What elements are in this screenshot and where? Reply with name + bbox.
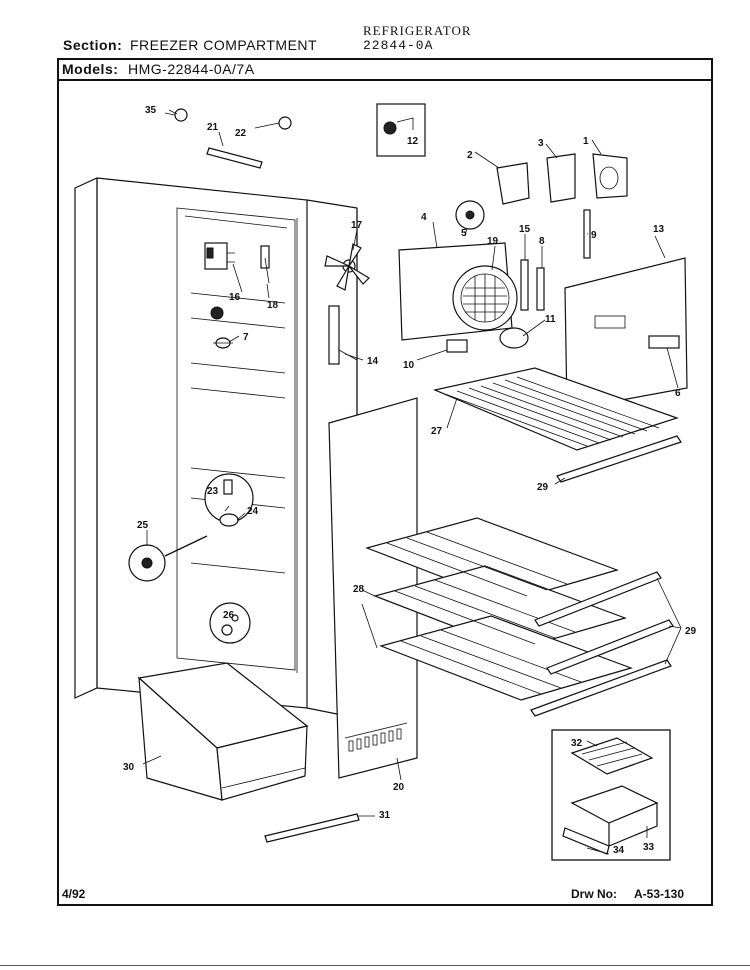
callout-32: 32	[571, 738, 583, 749]
drawing-number: A-53-130	[634, 887, 685, 901]
callout-7: 7	[243, 332, 249, 343]
part-16-thermostat	[204, 242, 235, 270]
bottom-rule	[0, 965, 750, 966]
callout-27: 27	[431, 426, 443, 437]
callout-3: 3	[538, 138, 544, 149]
drawing-label: Drw No:	[571, 887, 617, 901]
callout-20: 20	[393, 782, 405, 793]
part-15-bracket	[520, 259, 529, 311]
part-18-switch	[260, 245, 270, 284]
callout-1: 1	[583, 136, 589, 147]
callout-29-top: 29	[537, 482, 549, 493]
part-7-knob	[210, 306, 233, 349]
section-label: Section:	[63, 37, 123, 53]
part-23-24-detail	[204, 473, 254, 527]
inset-box	[551, 729, 671, 861]
part-32-lid	[570, 737, 654, 775]
leader-lines	[142, 109, 682, 855]
part-21-rod	[206, 147, 263, 169]
part-12-detail	[376, 103, 426, 157]
callout-31: 31	[379, 810, 391, 821]
callout-18: 18	[267, 300, 279, 311]
models-divider	[57, 79, 713, 81]
callout-14: 14	[367, 356, 379, 367]
models-label: Models:	[62, 61, 119, 77]
freezer-cabinet	[74, 177, 358, 719]
part-22-nut	[278, 116, 292, 130]
callout-6: 6	[675, 388, 681, 399]
callout-2: 2	[467, 150, 473, 161]
part-29-rail-top	[556, 435, 682, 483]
part-20-panel	[328, 397, 418, 779]
part-30-basket	[137, 662, 309, 801]
part-31-strip	[264, 813, 360, 843]
callout-22: 22	[235, 128, 247, 139]
part-6-clip	[648, 335, 680, 349]
callout-10: 10	[403, 360, 415, 371]
callout-11: 11	[545, 314, 556, 325]
part-13-cover	[564, 257, 688, 411]
part-33-bin	[570, 785, 659, 847]
callout-15: 15	[519, 224, 531, 235]
callout-35: 35	[145, 105, 157, 116]
callout-9: 9	[591, 230, 597, 241]
part-5-motor	[455, 200, 485, 230]
section-value: FREEZER COMPARTMENT	[130, 37, 318, 53]
part-35-screw	[164, 108, 188, 122]
callout-34: 34	[613, 845, 625, 856]
part-34-front	[562, 827, 610, 855]
callout-30: 30	[123, 762, 135, 773]
callout-23: 23	[207, 486, 219, 497]
diagram-frame	[57, 58, 713, 906]
part-17-fan-blade	[324, 243, 370, 291]
part-27-shelf	[433, 367, 679, 451]
callout-24: 24	[247, 506, 259, 517]
part-3-bracket	[546, 153, 576, 203]
callout-28: 28	[353, 584, 365, 595]
callout-16: 16	[229, 292, 241, 303]
callout-19: 19	[487, 236, 499, 247]
callout-17: 17	[351, 220, 363, 231]
part-19-grille	[452, 265, 518, 331]
product-title: REFRIGERATOR	[363, 23, 472, 38]
part-14-bracket	[328, 305, 358, 365]
part-28-shelves	[365, 517, 633, 701]
part-8-bracket	[536, 267, 545, 311]
models-value: HMG-22844-0A/7A	[128, 61, 255, 77]
part-2-bracket	[496, 162, 530, 205]
callout-8: 8	[539, 236, 545, 247]
callout-12: 12	[407, 136, 419, 147]
part-10-socket	[446, 339, 468, 353]
part-29-rails-lower	[530, 571, 674, 717]
exploded-parts-diagram: 35 21 22 12 2 3 1 4 5 19 15 8 9 13 17 16…	[74, 103, 697, 861]
callout-26: 26	[223, 610, 235, 621]
callout-4: 4	[421, 212, 427, 223]
part-1-housing	[592, 153, 628, 199]
part-11-bulb	[499, 327, 529, 349]
callout-21: 21	[207, 122, 219, 133]
callout-29-lower: 29	[685, 626, 697, 637]
footer-date: 4/92	[62, 887, 86, 901]
callout-5: 5	[461, 228, 467, 239]
callout-33: 33	[643, 842, 655, 853]
callout-25: 25	[137, 520, 149, 531]
callout-13: 13	[653, 224, 665, 235]
part-26-fasteners	[209, 602, 251, 644]
part-25-bumper	[128, 535, 208, 582]
product-number: 22844-0A	[363, 38, 434, 53]
